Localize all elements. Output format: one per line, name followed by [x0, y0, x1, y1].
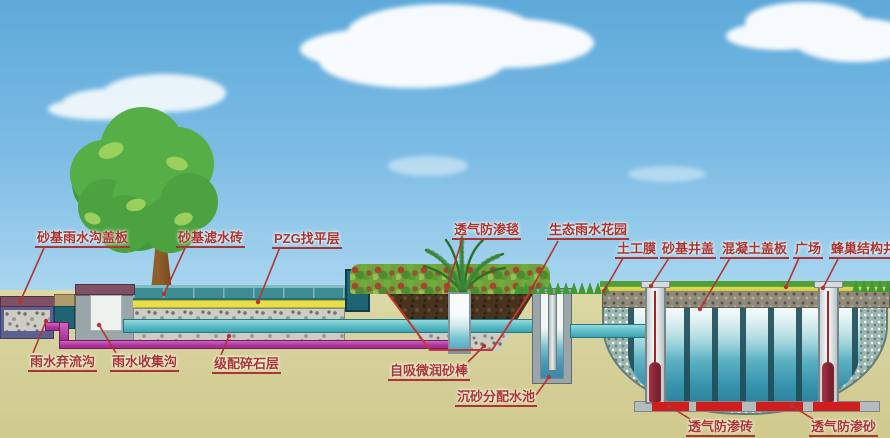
diversion-ditch-gravel-fill: [4, 310, 50, 331]
tree-canopy: [70, 95, 225, 260]
geomembrane-turf-strip: [600, 281, 890, 291]
grass-tuft-left: [514, 282, 610, 294]
cloud: [388, 156, 468, 176]
sand-manhole-cover-left: [641, 281, 670, 288]
label-honeycomb-well: 蜂巢结构井: [829, 242, 890, 259]
label-concrete-cover: 混凝土盖板: [720, 242, 790, 259]
breathable-blanket-outline: [385, 290, 532, 351]
cloud: [745, 2, 865, 42]
cloud: [300, 28, 475, 70]
breathable-brick-segment: [813, 402, 860, 411]
label-breathable-blanket: 透气防渗毯: [452, 223, 522, 240]
pzg-leveling-layer: [133, 300, 345, 308]
label-sand-gutter-cover: 砂基雨水沟盖板: [35, 231, 131, 248]
label-rain-collection-ditch: 雨水收集沟: [110, 355, 180, 372]
label-pzg-leveling-layer: PZG找平层: [272, 232, 342, 249]
collection-ditch-cavity: [90, 295, 122, 331]
float-rod-right: [822, 362, 834, 402]
cloud: [628, 166, 706, 182]
breathable-brick-segment: [696, 402, 742, 411]
label-sand-filter-brick: 砂基滤水砖: [176, 231, 246, 248]
label-breathable-sand: 透气防渗砂: [809, 420, 879, 437]
label-graded-gravel-layer: 级配碎石层: [212, 357, 282, 374]
leader-lines: [19, 239, 839, 420]
label-self-absorbing-rod: 自吸微润砂棒: [388, 364, 471, 381]
sand-filter-brick-layer: [133, 285, 345, 300]
label-geomembrane: 土工膜: [615, 242, 659, 259]
label-plaza: 广场: [793, 242, 824, 259]
label-sediment-pool: 沉砂分配水池: [455, 390, 538, 407]
sand-manhole-cover-right: [814, 281, 843, 288]
label-rain-diversion-ditch: 雨水弃流沟: [28, 355, 98, 372]
self-absorbing-sand-rod: [448, 292, 471, 354]
grass-tuft-right: [852, 280, 890, 292]
sediment-pool-standpipe: [548, 294, 557, 371]
breathable-brick-segment: [756, 402, 803, 411]
leader-dots: [17, 283, 826, 409]
label-eco-rain-garden: 生态雨水花园: [547, 223, 630, 240]
label-sand-manhole-cover: 砂基井盖: [660, 242, 717, 259]
float-rod-left: [649, 362, 661, 402]
fern-leaflets: [425, 236, 504, 291]
label-breathable-brick: 透气防渗砖: [686, 420, 756, 437]
collection-ditch-cover: [75, 284, 135, 295]
